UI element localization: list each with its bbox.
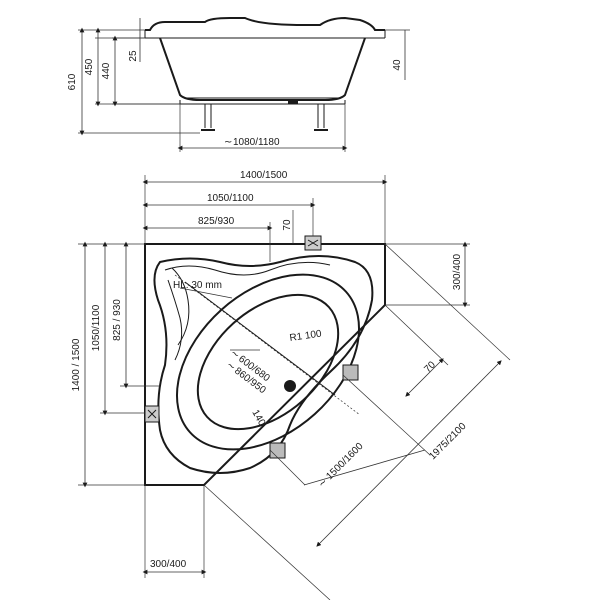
drain-outlet — [288, 100, 298, 104]
dim-1500-1600: 1500/1600 — [324, 441, 366, 483]
top-view: HL. 30 mm R1 100 ~ 600/680 ~ 860/950 140… — [71, 170, 511, 600]
dim-1975-2100: 1975/2100 — [427, 421, 469, 463]
dim-610: 610 — [67, 73, 78, 90]
side-fitting-icon — [144, 405, 160, 423]
faucet-bottom-icon — [269, 442, 286, 459]
approx-symbol: ~ — [224, 137, 232, 148]
overflow-fitting-icon — [304, 235, 322, 251]
dim-1080-1180: 1080/1180 — [233, 137, 280, 148]
drain-icon — [284, 380, 296, 392]
tub-body — [159, 37, 366, 101]
dim-70-top: 70 — [282, 219, 293, 231]
side-view: 610 450 440 25 40 ~ 1080/1180 — [67, 16, 410, 152]
dim-440: 440 — [101, 62, 112, 79]
dim-40: 40 — [392, 59, 403, 71]
dim-300-400-bottom: 300/400 — [150, 559, 187, 570]
dim-1050-1100: 1050/1100 — [207, 193, 254, 204]
dim-25: 25 — [128, 50, 139, 62]
dim-825-930-left: 825 / 930 — [112, 299, 123, 341]
dim-825-930: 825/930 — [198, 216, 235, 227]
basin-inner-ellipse — [196, 293, 340, 431]
dim-450: 450 — [84, 58, 95, 75]
tub-leg-left — [201, 104, 215, 131]
dim-70-diag: 70 — [422, 359, 438, 375]
tub-leg-right — [314, 104, 328, 131]
radius-label: R1 100 — [289, 329, 323, 344]
faucet-right-icon — [342, 364, 359, 381]
hl-label: HL. 30 mm — [173, 280, 222, 291]
dim-width-1400-1500: 1400/1500 — [240, 170, 288, 181]
basin-outer — [153, 255, 374, 474]
dim-height-1400-1500: 1400 / 1500 — [71, 338, 82, 391]
tub-rim — [145, 16, 385, 31]
dim-1050-1100-left: 1050/1100 — [91, 304, 102, 351]
dim-300-400-right: 300/400 — [452, 253, 463, 290]
